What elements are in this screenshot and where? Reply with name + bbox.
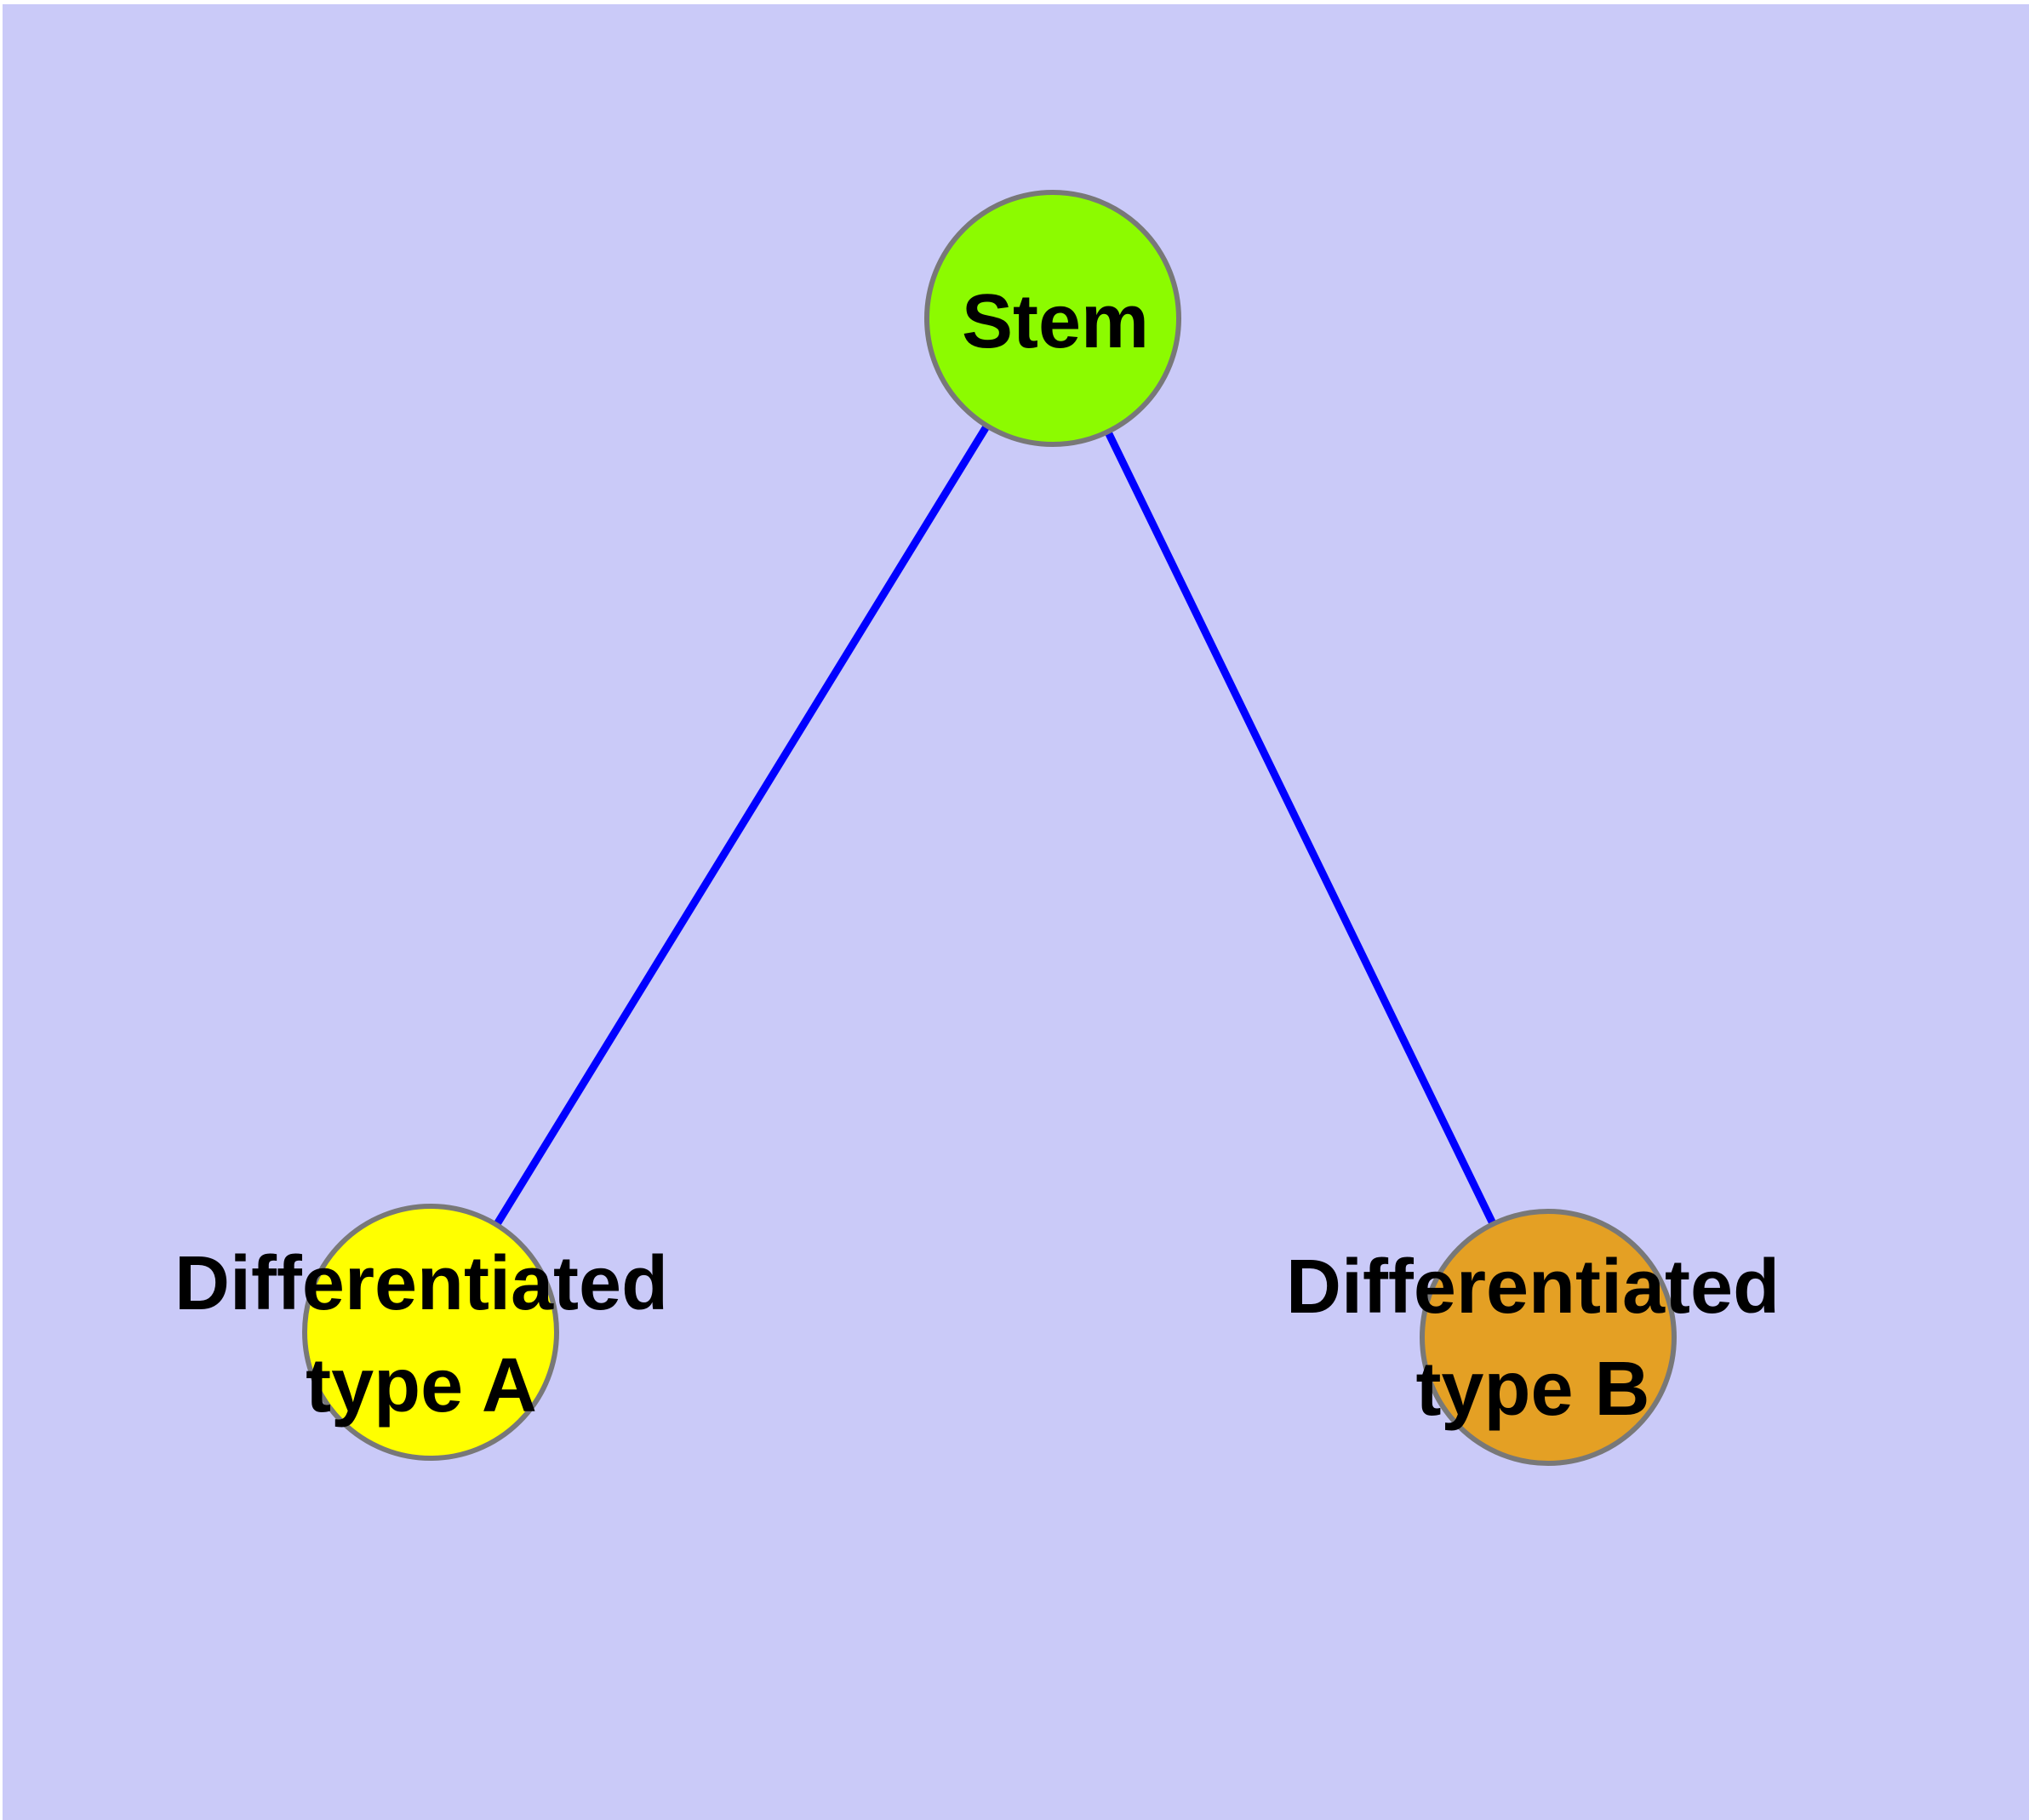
node-a-label-line-2: type A bbox=[306, 1343, 537, 1428]
node-b-label-line-2: type B bbox=[1415, 1347, 1650, 1432]
node-stem-label-line: Stem bbox=[961, 279, 1150, 364]
node-a-label-line-1: Differentiated bbox=[174, 1241, 669, 1326]
node-stem bbox=[924, 190, 1181, 447]
node-b-label-line-1: Differentiated bbox=[1285, 1245, 1780, 1330]
node-differentiated-type-a-label: Differentiated type A bbox=[174, 1233, 668, 1437]
edge-stem-to-type-b bbox=[1049, 317, 1552, 1339]
node-differentiated-type-b bbox=[1420, 1209, 1677, 1466]
node-stem-label: Stem bbox=[962, 271, 1149, 373]
edge-stem-to-type-a bbox=[427, 316, 1056, 1335]
node-differentiated-type-a bbox=[302, 1204, 559, 1461]
node-differentiated-type-b-label: Differentiated type B bbox=[1286, 1236, 1780, 1440]
